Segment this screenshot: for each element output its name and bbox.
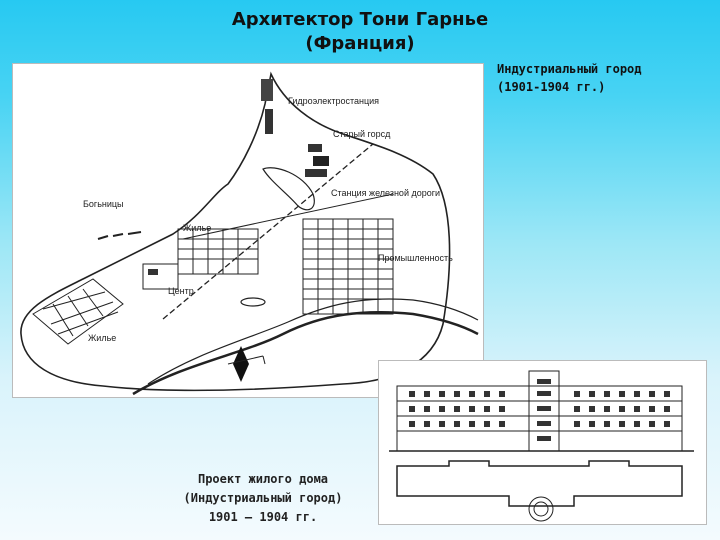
slide-title: Архитектор Тони Гарнье (Франция) xyxy=(0,8,720,56)
city-plan-map: Гидроэлектростанция Старый горсд Станция… xyxy=(12,63,484,398)
main-road xyxy=(182,193,394,240)
label-hydro: Гидроэлектростанция xyxy=(288,96,379,106)
caption-line-1: Проект жилого дома xyxy=(197,472,329,486)
railway-line xyxy=(162,143,374,320)
hydro-station-block xyxy=(261,79,273,134)
housing-grid-lower xyxy=(32,278,124,345)
subtitle-line-1: Индустриальный город xyxy=(497,62,642,76)
building-elevation xyxy=(389,370,694,452)
slide-subtitle: Индустриальный город (1901-1904 гг.) xyxy=(497,60,717,96)
hospitals-block xyxy=(97,231,142,240)
building-floor-plan xyxy=(396,460,683,522)
building-windows xyxy=(409,379,670,441)
label-old-town: Старый горсд xyxy=(333,129,391,139)
residential-building-drawing xyxy=(378,360,707,525)
title-line-1: Архитектор Тони Гарнье xyxy=(231,9,489,30)
label-center: Центр xyxy=(168,286,194,296)
house-project-caption: Проект жилого дома (Индустриальный город… xyxy=(148,470,378,527)
label-industry: Промышленность xyxy=(378,253,453,263)
coastline xyxy=(20,71,451,392)
title-line-2: (Франция) xyxy=(305,33,415,54)
housing-grid-upper xyxy=(177,228,259,275)
caption-line-3: 1901 – 1904 гг. xyxy=(208,510,318,524)
river-bank-outer xyxy=(132,310,479,396)
center-block xyxy=(142,263,179,290)
label-housing-bottom: Жилье xyxy=(88,333,116,343)
old-town-block xyxy=(305,144,329,177)
label-hospitals: Богьницы xyxy=(83,199,124,209)
lake xyxy=(262,167,315,211)
stadium xyxy=(240,297,266,307)
industry-grid xyxy=(302,218,394,315)
subtitle-line-2: (1901-1904 гг.) xyxy=(497,80,606,94)
building-elevation-and-plan xyxy=(389,370,694,522)
caption-line-2: (Индустриальный город) xyxy=(183,491,343,505)
label-housing-top: Жилье xyxy=(183,223,211,233)
river-bank-inner xyxy=(147,298,479,385)
compass-icon xyxy=(227,346,266,382)
city-plan-drawing: Гидроэлектростанция Старый горсд Станция… xyxy=(20,71,479,396)
label-station: Станция железной дороги xyxy=(331,188,440,198)
